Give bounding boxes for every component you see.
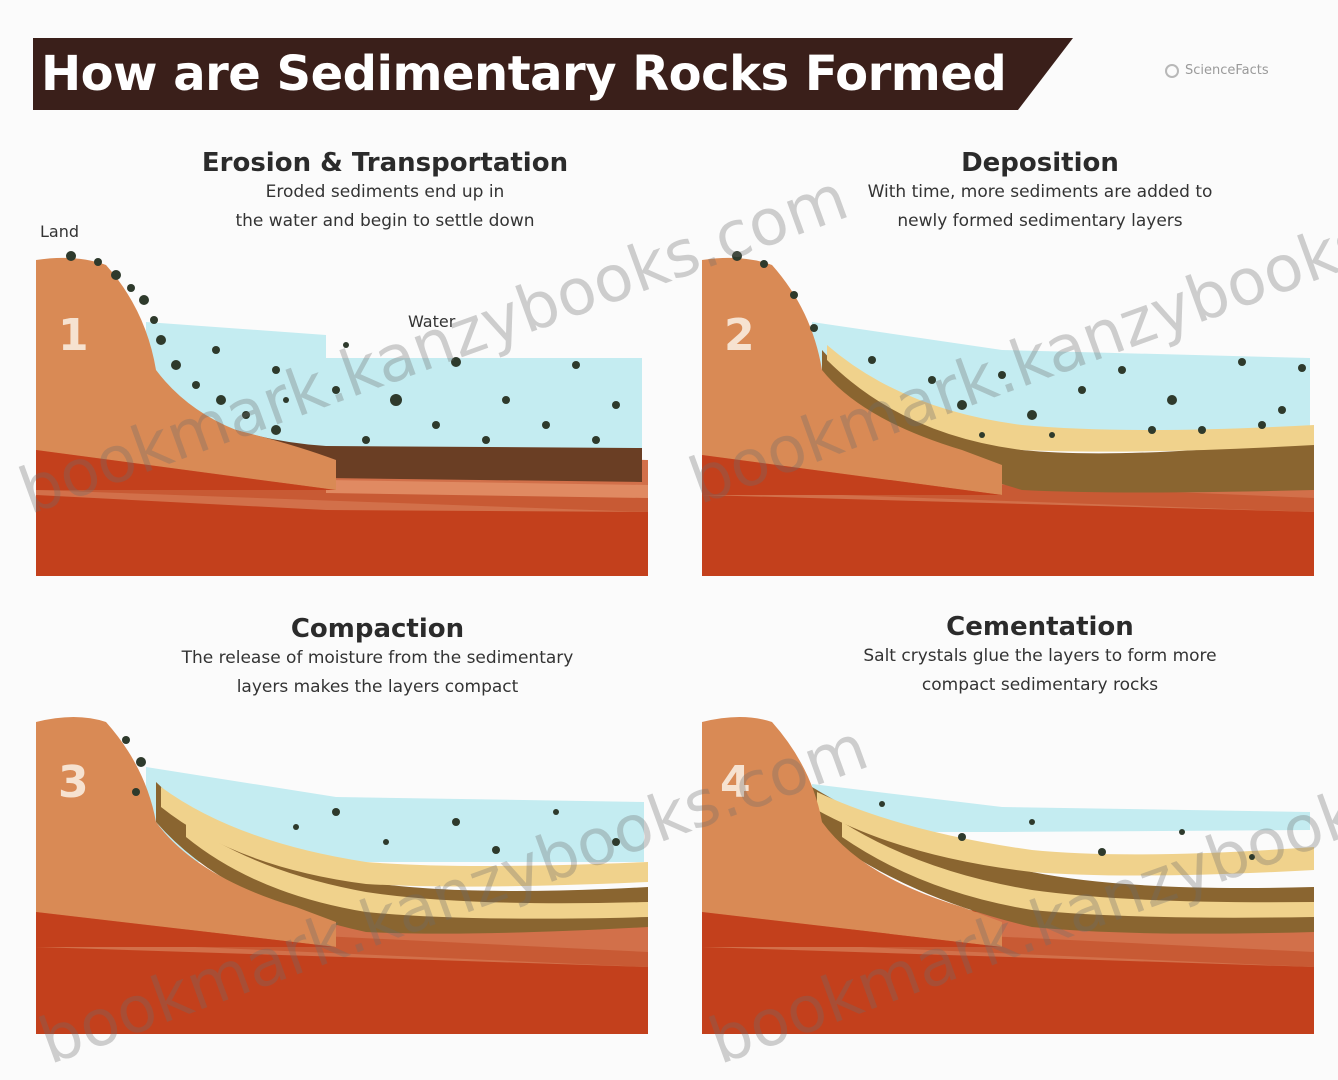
panel-4-description: Salt crystals glue the layers to form mo… [770,642,1310,700]
panel-1-heading: Erosion & Transportation Eroded sediment… [130,148,640,236]
panel-1-description: Eroded sediments end up in the water and… [130,178,640,236]
title-banner: How are Sedimentary Rocks Formed [33,38,1073,110]
brand-name: ScienceFacts [1185,63,1269,78]
panel-1-diagram: 1 [36,250,648,576]
panel-3-description: The release of moisture from the sedimen… [90,644,665,702]
panel-2-heading: Deposition With time, more sediments are… [770,148,1310,236]
panel-4-diagram: 4 [702,712,1314,1034]
panel-3-heading: Compaction The release of moisture from … [90,614,665,702]
page-title: How are Sedimentary Rocks Formed [41,42,1006,106]
panel-2-diagram: 2 [702,250,1314,576]
panel-3-diagram: 3 [36,712,648,1034]
panel-4-heading: Cementation Salt crystals glue the layer… [770,612,1310,700]
panel-3-number: 3 [58,757,89,808]
panel-2-description: With time, more sediments are added to n… [770,178,1310,236]
panel-2-number: 2 [724,310,755,361]
brand-logo: ScienceFacts [1165,60,1269,82]
panel-1-title: Erosion & Transportation [130,148,640,178]
brand-icon [1165,64,1179,78]
panel-4-number: 4 [720,757,751,808]
panel-3-title: Compaction [90,614,665,644]
panel-2-title: Deposition [770,148,1310,178]
water-label: Water [408,312,455,331]
panel-4-title: Cementation [770,612,1310,642]
land-label: Land [40,222,79,241]
panel-1-number: 1 [58,310,89,361]
